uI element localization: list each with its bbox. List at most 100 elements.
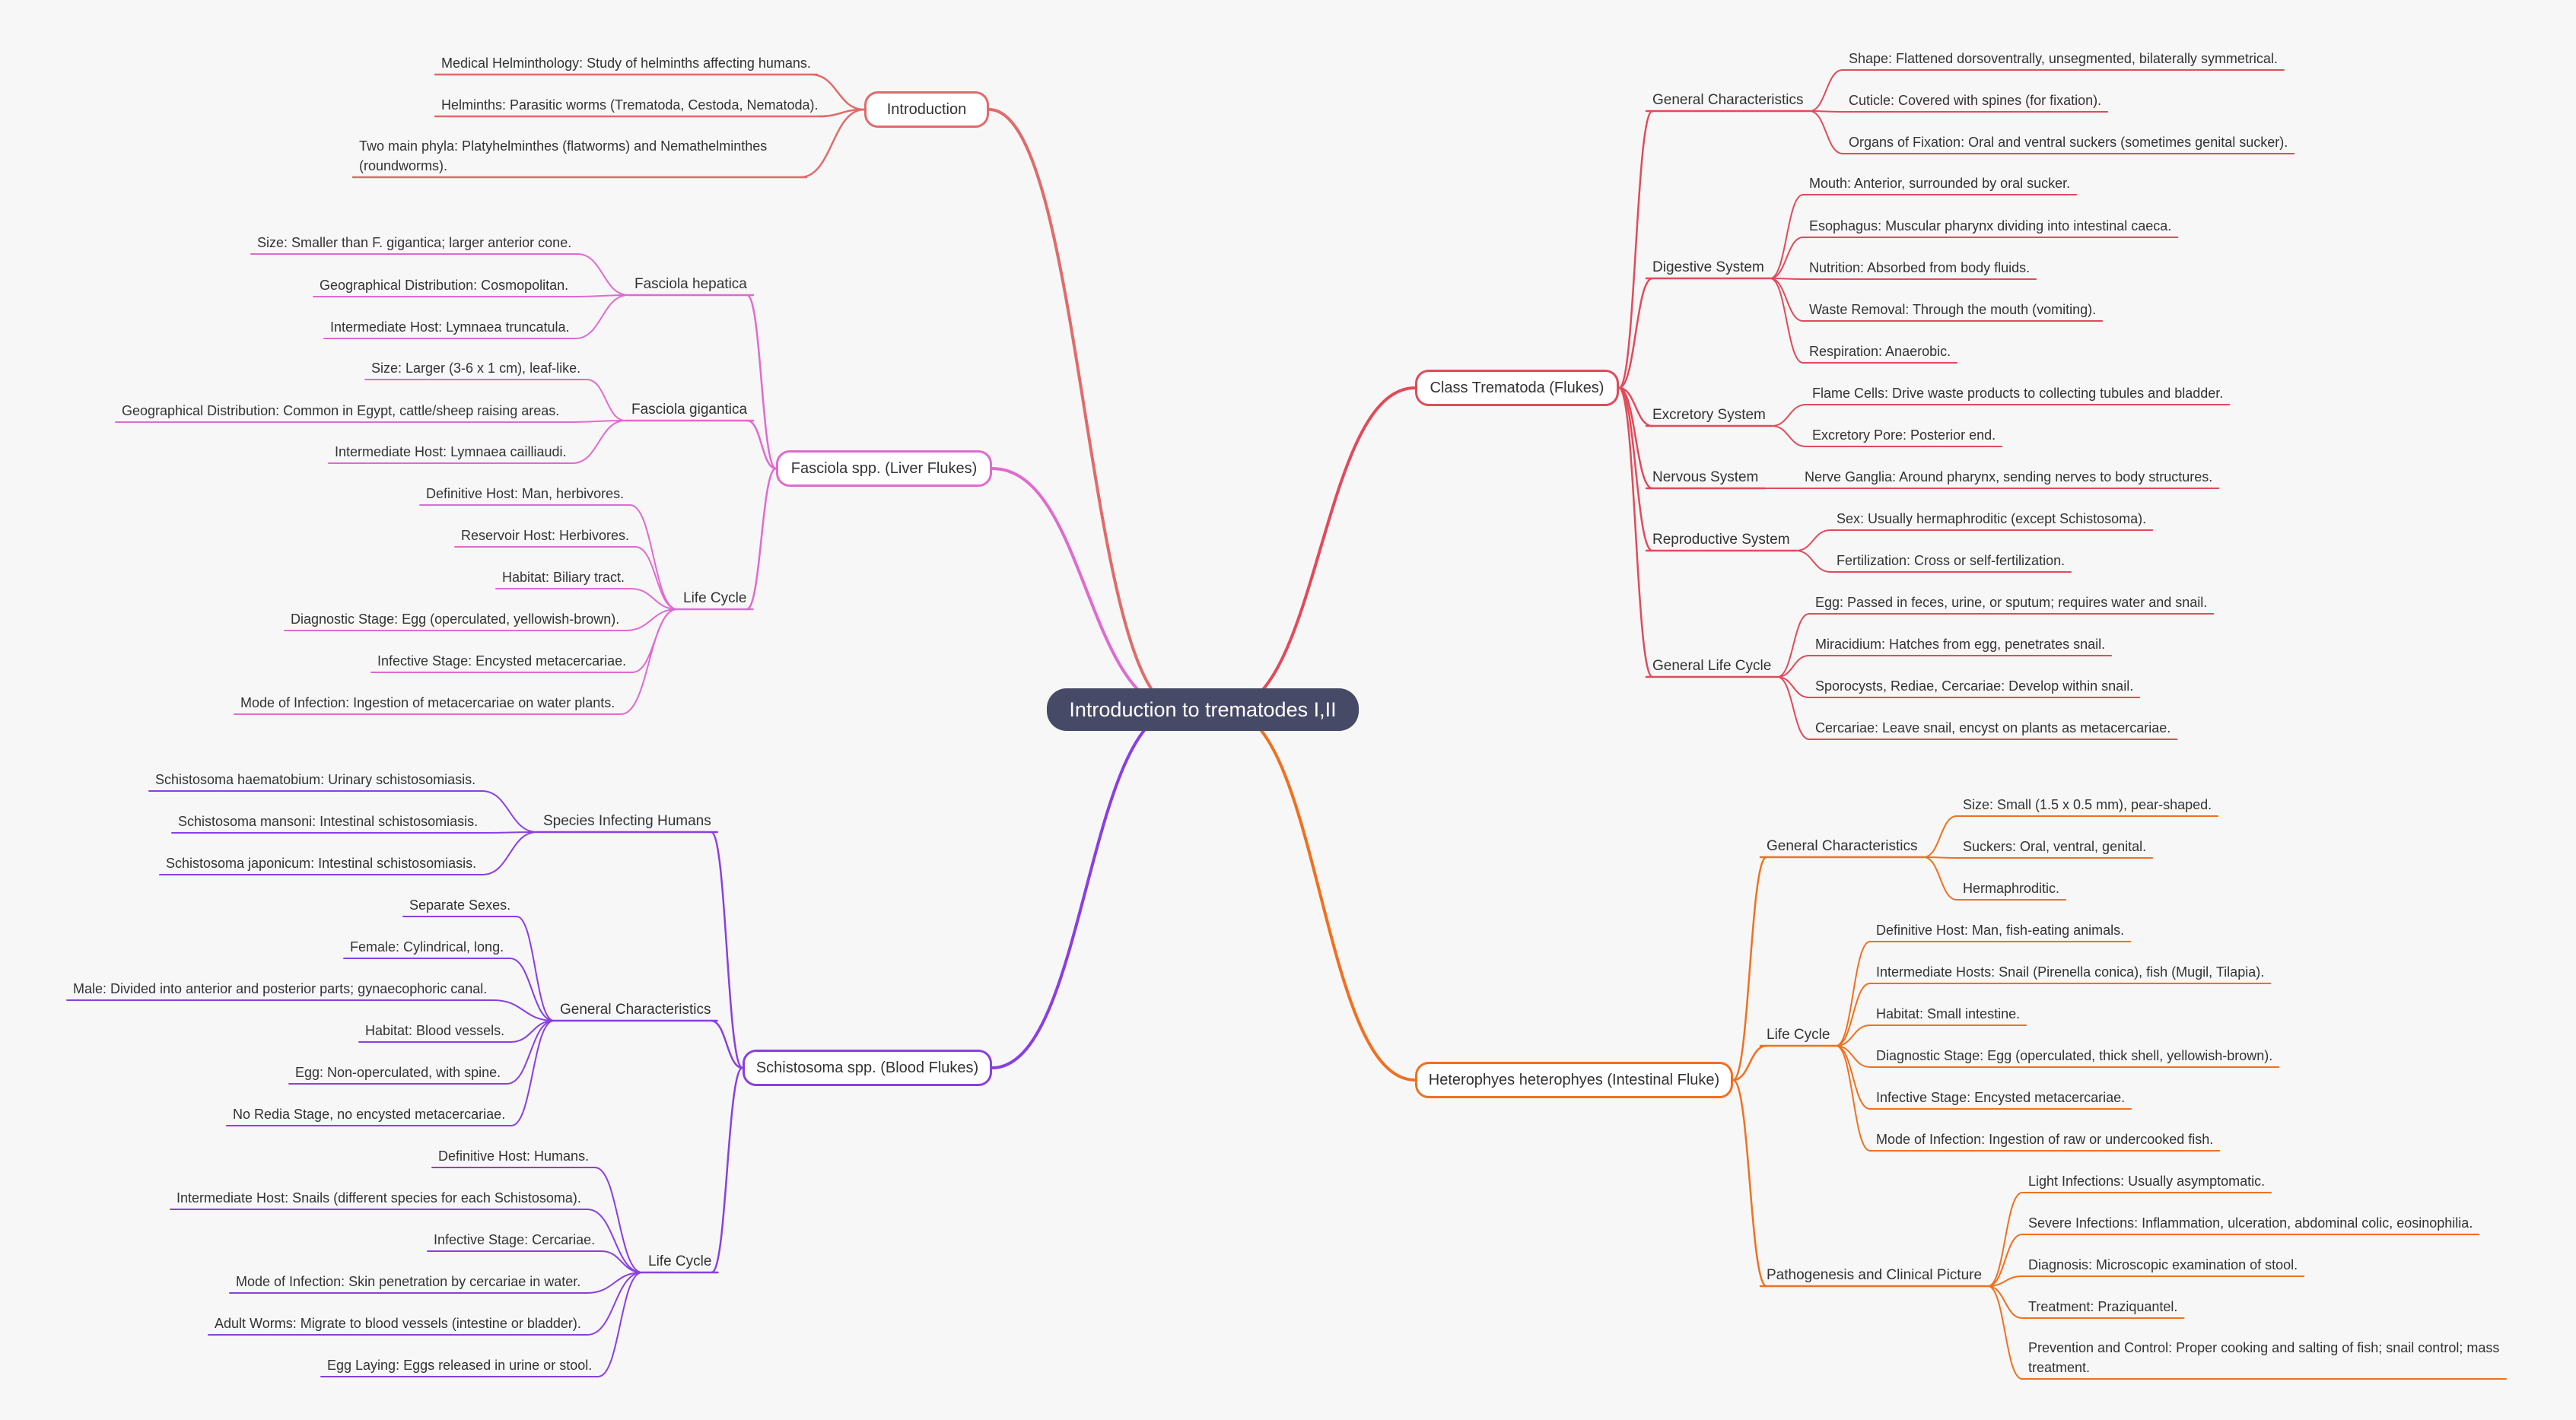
leaf-egg-passed[interactable]: Egg: Passed in feces, urine, or sputum; … xyxy=(1815,595,2208,610)
leaf-esophagus[interactable]: Esophagus: Muscular pharynx dividing int… xyxy=(1809,218,2172,233)
leaf-fasciola-definitive-host[interactable]: Definitive Host: Man, herbivores. xyxy=(426,486,625,501)
connector-root-schistosoma xyxy=(991,708,1181,1069)
subtopic-fasciola-life-cycle[interactable]: Life Cycle xyxy=(683,590,747,606)
connector-n-het-2-0 xyxy=(1987,1192,2023,1287)
leaf-separate-sexes[interactable]: Separate Sexes. xyxy=(409,897,511,913)
connector-n-het-2 xyxy=(1732,1079,1768,1288)
leaf-light-infections[interactable]: Light Infections: Usually asymptomatic. xyxy=(2028,1174,2266,1189)
leaf-hepatica-size[interactable]: Size: Smaller than F. gigantica; larger … xyxy=(257,235,572,250)
leaf-no-redia-stage[interactable]: No Redia Stage, no encysted metacercaria… xyxy=(233,1107,506,1122)
subtopic-heterophyes-life-cycle[interactable]: Life Cycle xyxy=(1767,1027,1830,1043)
leaf-excretory-pore[interactable]: Excretory Pore: Posterior end. xyxy=(1812,427,1996,443)
connector-n-fas-h xyxy=(746,294,778,470)
leaf-fertilization[interactable]: Fertilization: Cross or self-fertilizati… xyxy=(1837,553,2066,568)
topic-schistosoma[interactable]: Schistosoma spp. (Blood Flukes) xyxy=(743,1050,992,1086)
topic-class-trematoda[interactable]: Class Trematoda (Flukes) xyxy=(1415,370,1619,406)
leaf-fasciola-diagnostic-stage[interactable]: Diagnostic Stage: Egg (operculated, yell… xyxy=(291,612,620,627)
subtopic-fasciola-gigantica[interactable]: Fasciola gigantica xyxy=(631,402,748,418)
leaf-hermaphroditic[interactable]: Hermaphroditic. xyxy=(1963,881,2060,896)
subtopic-excretory-system[interactable]: Excretory System xyxy=(1652,407,1766,423)
leaf-heterophyes-definitive-host[interactable]: Definitive Host: Man, fish-eating animal… xyxy=(1876,923,2125,938)
leaf-male[interactable]: Male: Divided into anterior and posterio… xyxy=(73,981,488,996)
leaf-suckers[interactable]: Suckers: Oral, ventral, genital. xyxy=(1963,839,2147,854)
leaf-fasciola-habitat[interactable]: Habitat: Biliary tract. xyxy=(502,570,625,585)
leaf-schistosoma-habitat[interactable]: Habitat: Blood vessels. xyxy=(365,1023,505,1038)
leaf-schistosoma-intermediate-host[interactable]: Intermediate Host: Snails (different spe… xyxy=(177,1190,581,1206)
subtopic-reproductive-system[interactable]: Reproductive System xyxy=(1652,532,1790,548)
leaf-schistosoma-mode-of-infection[interactable]: Mode of Infection: Skin penetration by c… xyxy=(236,1274,581,1289)
leaf-two-main-phyla[interactable]: Two main phyla: Platyhelminthes (flatwor… xyxy=(359,138,768,173)
leaf-diagnosis[interactable]: Diagnosis: Microscopic examination of st… xyxy=(2028,1257,2298,1272)
subtopic-general-life-cycle[interactable]: General Life Cycle xyxy=(1652,658,1772,674)
leaf-heterophyes-habitat[interactable]: Habitat: Small intestine. xyxy=(1876,1006,2021,1021)
leaf-waste-removal[interactable]: Waste Removal: Through the mouth (vomiti… xyxy=(1809,302,2097,317)
subtopic-trematoda-general-characteristics[interactable]: General Characteristics xyxy=(1652,92,1804,108)
subtopic-heterophyes-general-characteristics[interactable]: General Characteristics xyxy=(1767,838,1918,854)
subtopic-digestive-system[interactable]: Digestive System xyxy=(1652,259,1764,275)
leaf-hepatica-distribution[interactable]: Geographical Distribution: Cosmopolitan. xyxy=(320,278,569,293)
topic-introduction[interactable]: Introduction xyxy=(864,91,989,128)
subtopic-fasciola-hepatica[interactable]: Fasciola hepatica xyxy=(634,276,747,292)
leaf-fasciola-mode-of-infection[interactable]: Mode of Infection: Ingestion of metacerc… xyxy=(240,695,615,710)
leaf-schistosoma-egg[interactable]: Egg: Non-operculated, with spine. xyxy=(295,1065,501,1080)
leaf-helminths[interactable]: Helminths: Parasitic worms (Trematoda, C… xyxy=(441,97,819,113)
topic-fasciola[interactable]: Fasciola spp. (Liver Flukes) xyxy=(776,450,992,487)
connector-n-sch-l-2 xyxy=(600,1250,643,1273)
subtopic-schistosoma-life-cycle[interactable]: Life Cycle xyxy=(648,1253,712,1269)
leaf-hepatica-intermediate-host[interactable]: Intermediate Host: Lymnaea truncatula. xyxy=(330,319,570,335)
topic-heterophyes[interactable]: Heterophyes heterophyes (Intestinal Fluk… xyxy=(1415,1062,1733,1098)
leaf-heterophyes-size[interactable]: Size: Small (1.5 x 0.5 mm), pear-shaped. xyxy=(1963,797,2212,812)
connector-n-fas-l-5 xyxy=(620,608,678,715)
connector-n-tre-0 xyxy=(1617,110,1654,389)
leaf-organs-of-fixation[interactable]: Organs of Fixation: Oral and ventral suc… xyxy=(1849,135,2288,150)
leaf-flame-cells[interactable]: Flame Cells: Drive waste products to col… xyxy=(1812,386,2224,401)
leaf-s-japonicum[interactable]: Schistosoma japonicum: Intestinal schist… xyxy=(166,856,477,871)
leaf-egg-laying[interactable]: Egg Laying: Eggs released in urine or st… xyxy=(327,1358,593,1373)
connector-root-introduction xyxy=(987,108,1181,711)
leaf-fasciola-infective-stage[interactable]: Infective Stage: Encysted metacercariae. xyxy=(377,653,627,669)
leaf-s-haematobium[interactable]: Schistosoma haematobium: Urinary schisto… xyxy=(155,772,476,787)
leaf-cercariae-leave-snail[interactable]: Cercariae: Leave snail, encyst on plants… xyxy=(1815,720,2171,735)
leaf-female[interactable]: Female: Cylindrical, long. xyxy=(350,939,504,955)
root-topic[interactable]: Introduction to trematodes I,II xyxy=(1047,688,1359,731)
leaf-heterophyes-intermediate-hosts[interactable]: Intermediate Hosts: Snail (Pirenella con… xyxy=(1876,964,2265,980)
connector-n-sch-s-0 xyxy=(481,790,538,833)
leaf-s-mansoni[interactable]: Schistosoma mansoni: Intestinal schistos… xyxy=(178,814,479,829)
connector-n-tre-0-0 xyxy=(1808,69,1843,112)
leaf-sex[interactable]: Sex: Usually hermaphroditic (except Schi… xyxy=(1837,511,2147,526)
connector-n-fas-l-0 xyxy=(629,504,678,610)
leaf-miracidium[interactable]: Miracidium: Hatches from egg, penetrates… xyxy=(1815,637,2106,652)
leaf-mouth[interactable]: Mouth: Anterior, surrounded by oral suck… xyxy=(1809,176,2071,191)
leaf-medical-helminthology[interactable]: Medical Helminthology: Study of helminth… xyxy=(441,56,811,71)
connector-n-tre-1-1 xyxy=(1769,237,1804,279)
subtopic-schistosoma-general-characteristics[interactable]: General Characteristics xyxy=(560,1002,711,1018)
connector-n-sch-g-5 xyxy=(510,1020,555,1126)
leaf-gigantica-distribution[interactable]: Geographical Distribution: Common in Egy… xyxy=(122,403,560,418)
leaf-heterophyes-mode-of-infection[interactable]: Mode of Infection: Ingestion of raw or u… xyxy=(1876,1132,2214,1147)
leaf-heterophyes-infective-stage[interactable]: Infective Stage: Encysted metacercariae. xyxy=(1876,1090,2126,1105)
leaf-respiration[interactable]: Respiration: Anaerobic. xyxy=(1809,344,1951,359)
leaf-treatment[interactable]: Treatment: Praziquantel. xyxy=(2028,1299,2178,1314)
leaf-shape[interactable]: Shape: Flattened dorsoventrally, unsegme… xyxy=(1849,51,2278,66)
leaf-prevention-control[interactable]: Prevention and Control: Proper cooking a… xyxy=(2028,1340,2500,1375)
subtopic-pathogenesis-clinical-picture[interactable]: Pathogenesis and Clinical Picture xyxy=(1767,1267,1983,1283)
subtopic-nervous-system[interactable]: Nervous System xyxy=(1652,469,1759,485)
leaf-gigantica-size[interactable]: Size: Larger (3-6 x 1 cm), leaf-like. xyxy=(371,361,581,376)
connector-n-tre-1-3 xyxy=(1769,278,1804,322)
leaf-gigantica-intermediate-host[interactable]: Intermediate Host: Lymnaea cailliaudi. xyxy=(335,444,567,459)
connector-n-tre-5-1 xyxy=(1776,655,1810,678)
leaf-adult-worms[interactable]: Adult Worms: Migrate to blood vessels (i… xyxy=(215,1316,581,1331)
leaf-nutrition[interactable]: Nutrition: Absorbed from body fluids. xyxy=(1809,260,2031,275)
connector-n-fas-g xyxy=(746,419,778,470)
leaf-fasciola-reservoir-host[interactable]: Reservoir Host: Herbivores. xyxy=(461,528,630,543)
leaf-sporocysts-rediae-cercariae[interactable]: Sporocysts, Rediae, Cercariae: Develop w… xyxy=(1815,678,2134,694)
leaf-nerve-ganglia[interactable]: Nerve Ganglia: Around pharynx, sending n… xyxy=(1805,469,2213,484)
leaf-cuticle[interactable]: Cuticle: Covered with spines (for fixati… xyxy=(1849,93,2102,108)
leaf-heterophyes-diagnostic-stage[interactable]: Diagnostic Stage: Egg (operculated, thic… xyxy=(1876,1048,2273,1063)
connector-n-intro-0 xyxy=(809,73,866,111)
leaf-schistosoma-infective-stage[interactable]: Infective Stage: Cercariae. xyxy=(434,1232,596,1247)
leaf-schistosoma-definitive-host[interactable]: Definitive Host: Humans. xyxy=(438,1148,590,1164)
connector-n-sch-s-2 xyxy=(482,831,538,875)
leaf-severe-infections[interactable]: Severe Infections: Inflammation, ulcerat… xyxy=(2028,1215,2473,1231)
subtopic-species-infecting-humans[interactable]: Species Infecting Humans xyxy=(543,813,711,829)
